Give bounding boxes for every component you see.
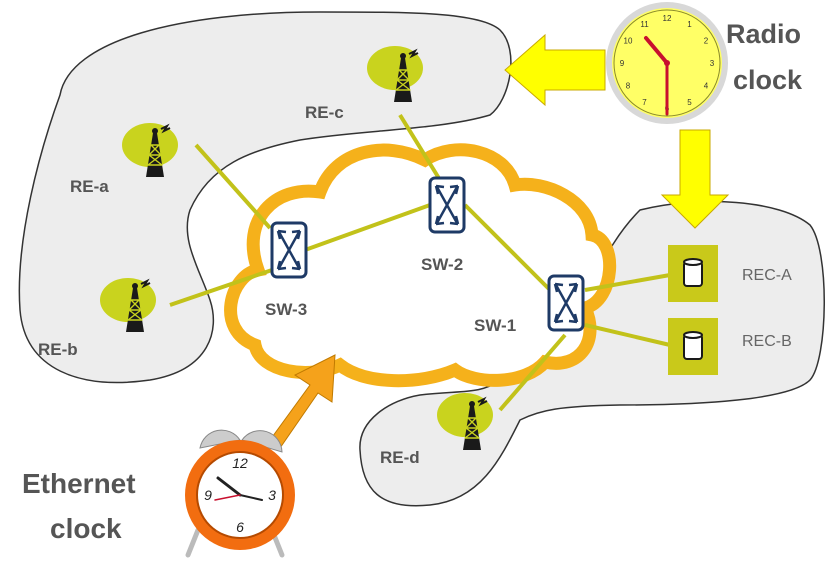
clock-numeral: 12 <box>663 14 672 23</box>
antenna-backdrop <box>367 46 423 90</box>
radio-clock: 121234567891011 <box>606 2 728 124</box>
sw-1-label: SW-1 <box>474 316 516 335</box>
sw-1-switch-icon <box>547 274 585 332</box>
rec-a-label: REC-A <box>742 267 792 284</box>
ethernet-clock-arrow <box>269 354 336 449</box>
re-c-label: RE-c <box>305 103 344 122</box>
rec-b-node <box>668 318 718 375</box>
re-b-label: RE-b <box>38 340 78 359</box>
alarm-clock-icon: 12 3 6 9 <box>185 429 295 558</box>
link-sw-1-rec-b <box>584 323 671 347</box>
radio-clock-label-line1: Radio <box>726 19 801 49</box>
link-re-b-sw-3 <box>169 268 273 307</box>
clock-hands-icon <box>644 36 670 116</box>
links <box>169 113 671 412</box>
link-sw-3-sw-2 <box>304 203 431 252</box>
clock-numeral: 10 <box>624 37 633 46</box>
sw-2-switch-icon <box>428 176 466 234</box>
re-a-label: RE-a <box>70 177 109 196</box>
radio-clock-arrow-left <box>504 33 606 107</box>
alarm-clock-numeral: 6 <box>236 519 244 535</box>
re-d-node <box>437 393 493 451</box>
radio-clock-label-line2: clock <box>733 65 803 95</box>
alarm-clock-numeral: 3 <box>268 487 276 503</box>
link-sw-1-rec-a <box>584 273 671 292</box>
sw-3-label: SW-3 <box>265 300 307 319</box>
ethernet-cloud <box>224 143 617 388</box>
ethernet-clock-label-line1: Ethernet <box>22 468 136 499</box>
alarm-clock-numerals: 12 3 6 9 <box>204 455 276 535</box>
radio-clock-arrow-down <box>660 129 730 229</box>
link-re-a-sw-3 <box>194 143 272 230</box>
clock-numeral: 1 <box>687 20 692 29</box>
clock-numeral: 4 <box>704 82 709 91</box>
alarm-clock-numeral: 12 <box>232 455 248 471</box>
clock-numeral: 3 <box>710 59 715 68</box>
re-b-node <box>100 278 156 333</box>
clock-numeral: 11 <box>640 20 649 29</box>
clock-numeral: 8 <box>626 82 631 91</box>
antenna-backdrop <box>122 123 178 167</box>
antenna-backdrop <box>100 278 156 322</box>
link-sw-1-re-d <box>498 333 567 412</box>
re-c-node <box>367 46 423 103</box>
database-icon <box>683 258 703 287</box>
clock-numeral: 7 <box>642 98 647 107</box>
link-re-c-sw-2 <box>398 113 442 182</box>
sw-2-label: SW-2 <box>421 255 463 274</box>
sw-3-switch-icon <box>270 221 308 279</box>
antenna-backdrop <box>437 393 493 437</box>
ethernet-clock-label-line2: clock <box>50 513 122 544</box>
re-a-node <box>122 123 178 178</box>
rec-b-label: REC-B <box>742 333 792 350</box>
rec-a-node <box>668 245 718 302</box>
link-sw-2-sw-1 <box>463 203 552 292</box>
clock-numeral: 5 <box>687 98 692 107</box>
alarm-clock-numeral: 9 <box>204 487 212 503</box>
clock-numeral: 2 <box>704 37 709 46</box>
database-icon <box>683 331 703 360</box>
clock-numeral: 9 <box>620 59 625 68</box>
re-d-label: RE-d <box>380 448 420 467</box>
